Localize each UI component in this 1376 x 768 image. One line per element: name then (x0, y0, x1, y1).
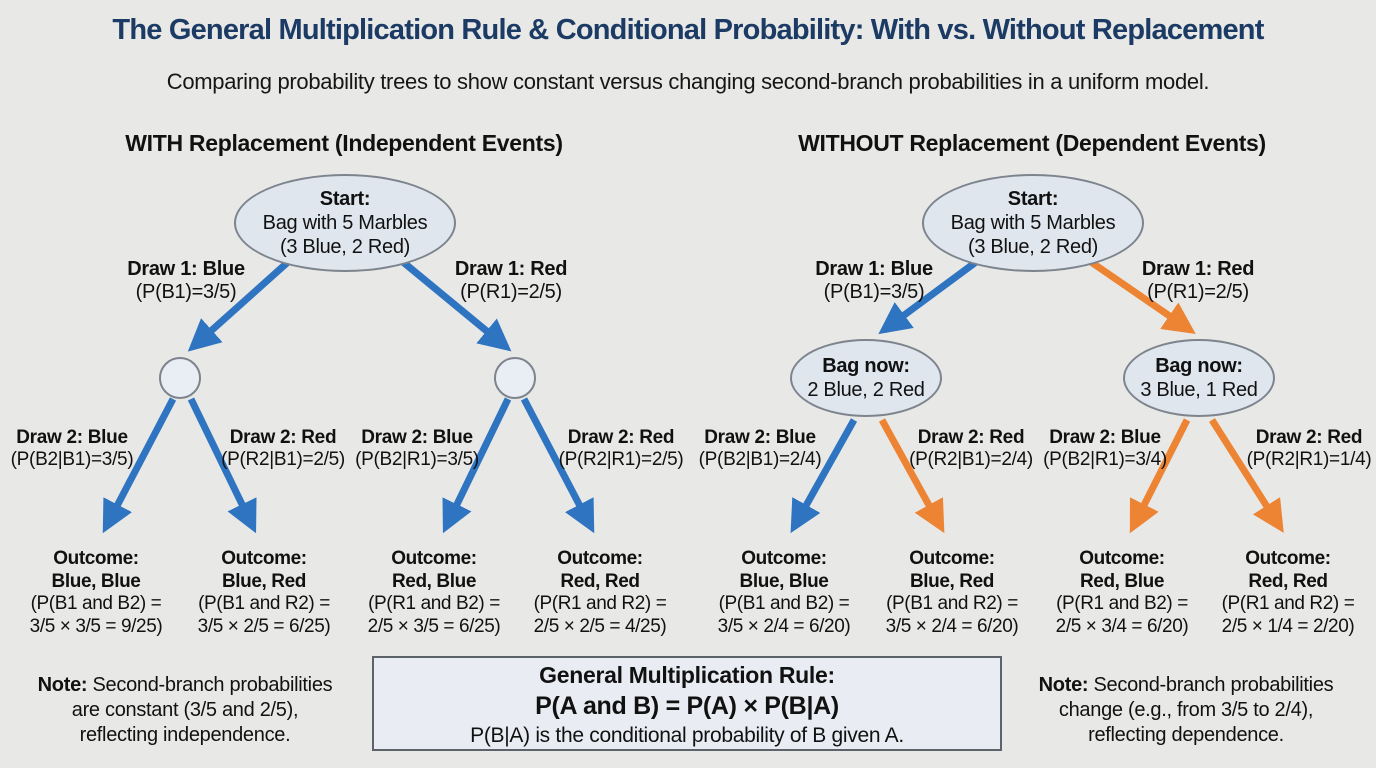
right-branch1-blue-label: Draw 1: Blue (P(B1)=3/5) (815, 258, 933, 303)
left-tree-heading: WITH Replacement (Independent Events) (125, 130, 563, 156)
note-line: Note: Second-branch probabilities (1038, 674, 1334, 696)
right-outcome-2: Outcome: Blue, Red (P(B1 and R2) = 3/5 ×… (885, 548, 1019, 637)
rule-formula: P(A and B) = P(A) × P(B|A) (535, 692, 839, 720)
right-outcome-1: Outcome: Blue, Blue (P(B1 and B2) = 3/5 … (717, 548, 851, 637)
left-outcome-3: Outcome: Red, Blue (P(R1 and B2) = 2/5 ×… (367, 548, 501, 637)
left-branch2-label-1: Draw 2: Blue (P(B2|B1)=3/5) (10, 427, 134, 470)
note-line: change (e.g., from 3/5 to 2/4), (1058, 699, 1314, 721)
right-branch2-label-4: Draw 2: Red (P(R2|R1)=1/4) (1246, 427, 1372, 470)
left-outcome-4: Outcome: Red, Red (P(R1 and R2) = 2/5 × … (533, 548, 667, 637)
node-line: Start: (319, 188, 371, 210)
right-note: Note: Second-branch probabilities change… (1039, 673, 1334, 748)
right-outcome-4: Outcome: Red, Red (P(R1 and R2) = 2/5 × … (1221, 548, 1355, 637)
left-branch2-label-2: Draw 2: Red (P(R2|B1)=2/5) (221, 427, 345, 470)
node-line: Bag now: (822, 355, 910, 377)
left-branch1-red-label: Draw 1: Red (P(R1)=2/5) (454, 258, 568, 303)
node-line: Bag now: (1155, 355, 1243, 377)
left-note: Note: Second-branch probabilities are co… (38, 673, 333, 748)
node-line: (3 Blue, 2 Red) (279, 236, 410, 258)
left-branch2-label-4: Draw 2: Red (P(R2|R1)=2/5) (558, 427, 684, 470)
node-line: Start: (1007, 188, 1059, 210)
right-branch2-label-2: Draw 2: Red (P(R2|B1)=2/4) (909, 427, 1033, 470)
rule-explanation: P(B|A) is the conditional probability of… (470, 724, 904, 747)
right-branch1-red-label: Draw 1: Red (P(R1)=2/5) (1141, 258, 1255, 303)
page-subtitle: Comparing probability trees to show cons… (166, 69, 1210, 94)
right-tree-heading: WITHOUT Replacement (Dependent Events) (798, 130, 1266, 156)
right-branch2-label-3: Draw 2: Blue (P(B2|R1)=3/4) (1043, 427, 1167, 470)
node-line: 2 Blue, 2 Red (807, 379, 925, 401)
node-line: Bag with 5 Marbles (262, 212, 428, 234)
note-line: Note: Second-branch probabilities (37, 674, 333, 696)
left-chance-node-2 (494, 357, 536, 399)
node-line: 3 Blue, 1 Red (1140, 379, 1258, 401)
right-bagnow-node-1: Bag now: 2 Blue, 2 Red (790, 339, 942, 417)
general-multiplication-rule-box: General Multiplication Rule: P(A and B) … (372, 656, 1002, 751)
note-line: are constant (3/5 and 2/5), (71, 699, 299, 721)
right-outcome-3: Outcome: Red, Blue (P(R1 and B2) = 2/5 ×… (1055, 548, 1189, 637)
left-start-node: Start: Bag with 5 Marbles (3 Blue, 2 Red… (234, 174, 456, 272)
note-line: reflecting dependence. (1088, 724, 1284, 746)
right-branch2-label-1: Draw 2: Blue (P(B2|B1)=2/4) (698, 427, 822, 470)
rule-title: General Multiplication Rule: (539, 662, 835, 688)
left-branch2-label-3: Draw 2: Blue (P(B2|R1)=3/5) (355, 427, 479, 470)
left-outcome-1: Outcome: Blue, Blue (P(B1 and B2) = 3/5 … (29, 548, 163, 637)
left-branch1-blue-label: Draw 1: Blue (P(B1)=3/5) (127, 258, 245, 303)
note-line: reflecting independence. (79, 724, 291, 746)
node-line: (3 Blue, 2 Red) (967, 236, 1098, 258)
left-chance-node-1 (159, 357, 201, 399)
left-outcome-2: Outcome: Blue, Red (P(B1 and R2) = 3/5 ×… (197, 548, 331, 637)
right-bagnow-node-2: Bag now: 3 Blue, 1 Red (1123, 339, 1275, 417)
page-title: The General Multiplication Rule & Condit… (112, 14, 1264, 46)
right-start-node: Start: Bag with 5 Marbles (3 Blue, 2 Red… (922, 174, 1144, 272)
node-line: Bag with 5 Marbles (950, 212, 1116, 234)
